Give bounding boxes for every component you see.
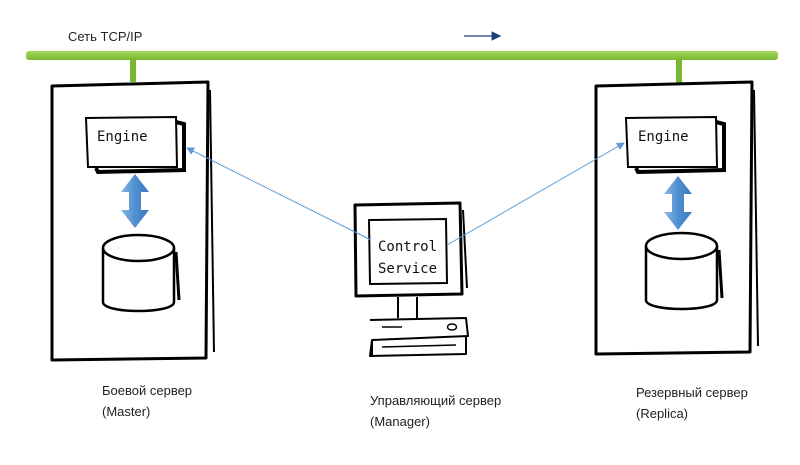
computer-icon: Control Service	[353, 201, 469, 357]
master-caption-role: (Master)	[102, 404, 151, 419]
database-icon	[644, 231, 724, 311]
double-arrow-icon	[664, 176, 692, 230]
replica-engine-box: Engine	[624, 115, 726, 175]
replica-connection-line	[446, 142, 625, 246]
control-service-line1: Control	[378, 239, 437, 255]
database-icon	[101, 233, 181, 313]
network-bus	[26, 51, 778, 60]
manager-caption: Управляющий сервер (Manager)	[370, 390, 501, 432]
control-service-line2: Service	[378, 261, 437, 277]
manager-caption-title: Управляющий сервер	[370, 393, 502, 408]
master-server: Engine	[50, 80, 215, 362]
manager-caption-role: (Manager)	[370, 414, 430, 429]
network-label: Сеть TCP/IP	[68, 29, 143, 44]
master-engine-label: Engine	[97, 129, 148, 145]
master-caption: Боевой сервер (Master)	[102, 380, 192, 422]
replica-caption-title: Резервный сервер	[636, 385, 748, 400]
master-connection-line	[186, 147, 372, 241]
manager-screen	[367, 217, 449, 286]
master-engine-box: Engine	[84, 115, 186, 175]
double-arrow-icon	[121, 174, 149, 228]
replica-server: Engine	[594, 80, 759, 356]
replica-caption: Резервный сервер (Replica)	[636, 382, 748, 424]
replica-engine-label: Engine	[638, 129, 689, 145]
master-caption-title: Боевой сервер	[102, 383, 193, 398]
replica-caption-role: (Replica)	[636, 406, 689, 421]
master-bus-link	[130, 58, 136, 82]
replica-bus-link	[676, 58, 682, 84]
